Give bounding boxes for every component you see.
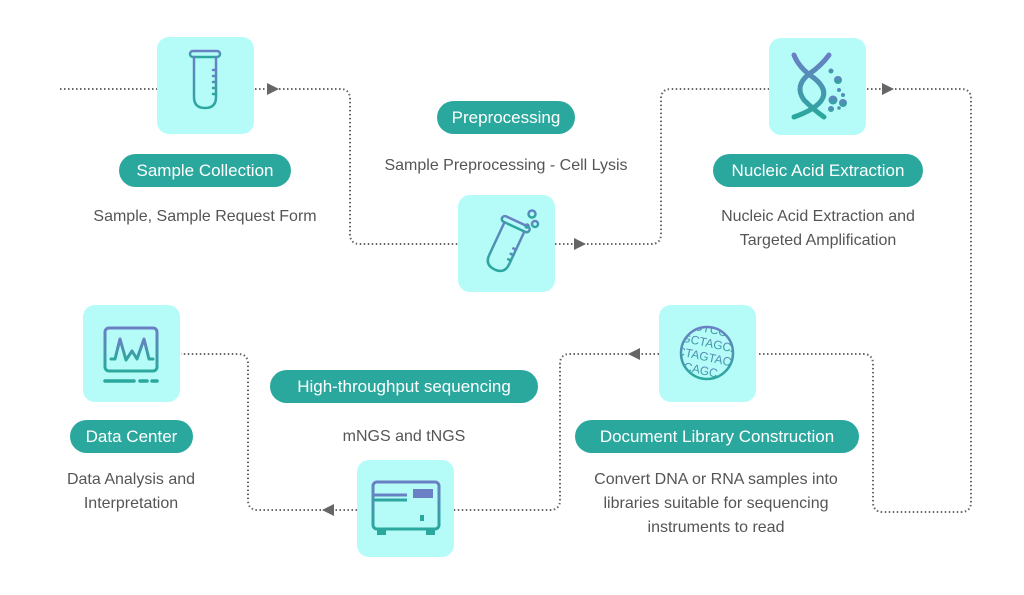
desc-line: Interpretation xyxy=(83,495,179,512)
tilted-test-tube-bubbles-icon xyxy=(486,209,540,273)
step-title-nucleic-acid-extraction: Nucleic Acid Extraction xyxy=(713,154,923,187)
test-tube-icon xyxy=(188,49,222,110)
connector-extraction-to-library xyxy=(757,88,972,513)
step-desc-sample-collection: Sample, Sample Request Form xyxy=(55,205,355,229)
sequencer-machine-icon xyxy=(371,480,441,535)
dna-helix-icon xyxy=(791,52,847,120)
step-desc-high-throughput-sequencing: mNGS and tNGS xyxy=(284,425,524,449)
dna-sequence-circle-icon: CTCGC GCTAGCA CTAGTAC ACAGC xyxy=(676,322,738,380)
library-construction-tile: CTCGC GCTAGCA CTAGTAC ACAGC xyxy=(659,305,756,402)
arrow-head-3 xyxy=(882,83,894,95)
arrow-head-1 xyxy=(267,83,279,95)
step-desc-data-center: Data Analysis and Interpretation xyxy=(31,468,231,516)
desc-line: instruments to read xyxy=(647,519,785,536)
desc-line: mNGS and tNGS xyxy=(342,428,466,445)
connector-preprocessing-to-extraction xyxy=(555,88,769,245)
preprocessing-tile xyxy=(458,195,555,292)
arrow-head-4 xyxy=(628,348,640,360)
step-title-preprocessing: Preprocessing xyxy=(437,101,575,134)
desc-line: Sample, Sample Request Form xyxy=(93,208,317,225)
desc-line: Data Analysis and xyxy=(66,471,196,488)
sequencing-tile xyxy=(357,460,454,557)
desc-line: Sample Preprocessing - Cell Lysis xyxy=(384,157,628,174)
data-center-tile xyxy=(83,305,180,402)
desc-line: libraries suitable for sequencing xyxy=(603,495,829,512)
step-desc-document-library-construction: Convert DNA or RNA samples into librarie… xyxy=(566,468,866,540)
connector-collection-to-preprocessing xyxy=(255,88,458,245)
step-title-document-library-construction: Document Library Construction xyxy=(575,420,859,453)
nucleic-acid-extraction-tile xyxy=(769,38,866,135)
sample-collection-tile xyxy=(157,37,254,134)
desc-line: Targeted Amplification xyxy=(739,232,897,249)
desc-line: Convert DNA or RNA samples into xyxy=(594,471,838,488)
arrow-head-5 xyxy=(322,504,334,516)
step-desc-preprocessing: Sample Preprocessing - Cell Lysis xyxy=(356,154,656,178)
step-title-high-throughput-sequencing: High-throughput sequencing xyxy=(270,370,538,403)
step-title-sample-collection: Sample Collection xyxy=(119,154,291,187)
monitor-chart-icon xyxy=(103,326,159,383)
connector-library-to-sequencing xyxy=(454,353,659,511)
step-title-data-center: Data Center xyxy=(70,420,193,453)
desc-line: Nucleic Acid Extraction and xyxy=(721,208,915,225)
step-desc-nucleic-acid-extraction: Nucleic Acid Extraction and Targeted Amp… xyxy=(668,205,968,253)
arrow-head-2 xyxy=(574,238,586,250)
